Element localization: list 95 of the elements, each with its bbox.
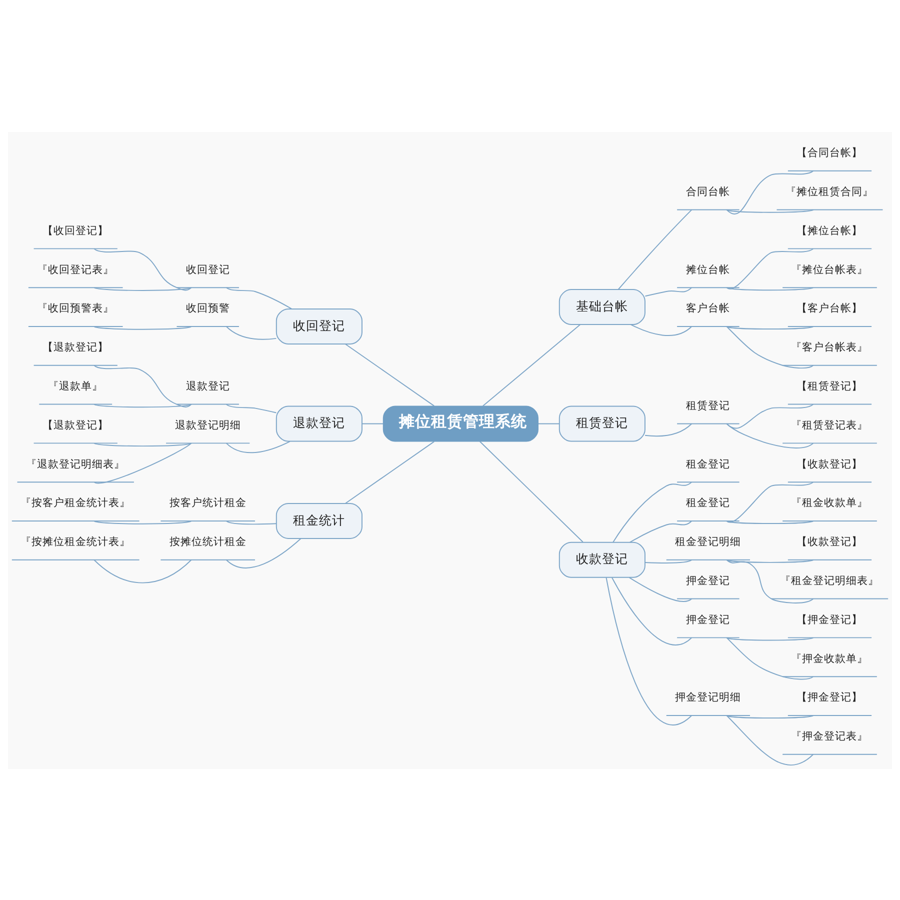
connector bbox=[618, 208, 692, 290]
node-text: 租金登记 bbox=[686, 496, 730, 509]
connector bbox=[630, 324, 692, 336]
node-text: 押金登记明细 bbox=[675, 690, 742, 704]
connector bbox=[94, 326, 192, 330]
connector bbox=[612, 481, 692, 542]
node-box: 收回登记 bbox=[276, 308, 362, 344]
node-text: 客户台帐 bbox=[686, 301, 730, 314]
connector bbox=[94, 403, 192, 408]
connector bbox=[94, 558, 192, 583]
node-text: 『收回登记表』 bbox=[37, 262, 114, 276]
connector bbox=[726, 481, 814, 522]
connector bbox=[726, 403, 814, 428]
connector bbox=[612, 576, 692, 645]
node-text: 【客户台帐】 bbox=[796, 301, 863, 314]
connector bbox=[344, 440, 435, 504]
node-box: 摊位租赁管理系统 bbox=[382, 405, 538, 442]
connector bbox=[726, 286, 814, 290]
connector bbox=[726, 636, 814, 640]
connector bbox=[482, 324, 581, 406]
node-text: 【押金登记】 bbox=[796, 612, 863, 626]
connector bbox=[226, 538, 302, 568]
node-text: 退款登记明细 bbox=[174, 418, 241, 431]
connector bbox=[226, 440, 290, 453]
connector bbox=[726, 714, 814, 718]
connector bbox=[94, 520, 192, 524]
node-text: 『客户台帐表』 bbox=[791, 340, 868, 354]
node-text: 【收款登记】 bbox=[796, 534, 863, 548]
node-text: 押金登记 bbox=[686, 612, 730, 626]
connector bbox=[479, 440, 584, 542]
connector bbox=[226, 286, 292, 309]
node-text: 【租赁登记】 bbox=[796, 379, 863, 392]
connector bbox=[726, 714, 814, 766]
node-text: 押金登记 bbox=[686, 574, 730, 586]
connector bbox=[726, 208, 814, 212]
node-text: 摊位台帐 bbox=[686, 262, 730, 276]
node-text: 合同台帐 bbox=[686, 184, 730, 198]
connector bbox=[726, 422, 814, 448]
node-text: 【退款登记】 bbox=[42, 340, 109, 354]
node-text: 收回预警 bbox=[186, 301, 230, 314]
node-text: 【收款登记】 bbox=[796, 456, 863, 470]
node-text: 『退款登记明细表』 bbox=[26, 456, 126, 470]
connector bbox=[94, 442, 192, 484]
connector bbox=[362, 422, 384, 424]
connector bbox=[629, 520, 692, 542]
connector bbox=[226, 520, 277, 524]
node-text: 按客户统计租金 bbox=[169, 496, 246, 509]
node-text: 【收回登记】 bbox=[42, 223, 109, 236]
node-text: 收回登记 bbox=[186, 262, 230, 276]
connector bbox=[726, 326, 814, 330]
node-text: 【摊位台帐】 bbox=[796, 223, 863, 236]
connector bbox=[538, 422, 560, 424]
node-text: 租金登记 bbox=[686, 456, 730, 470]
connector bbox=[644, 558, 692, 563]
node-text: 【退款登记】 bbox=[42, 418, 109, 431]
connector bbox=[644, 422, 692, 436]
node-text: 租赁登记 bbox=[686, 398, 730, 412]
node-text: 『按摊位租金统计表』 bbox=[20, 534, 131, 548]
node-text: 『摊位台帐表』 bbox=[791, 262, 868, 276]
connector bbox=[726, 170, 814, 214]
connector bbox=[226, 326, 277, 340]
node-box: 基础台帐 bbox=[558, 288, 646, 325]
node-text: 租金登记明细 bbox=[675, 534, 742, 548]
connector bbox=[726, 636, 814, 680]
node-text: 『租金登记明细表』 bbox=[780, 574, 880, 586]
node-text: 『按客户租金统计表』 bbox=[20, 496, 131, 509]
connector bbox=[628, 576, 692, 602]
connector bbox=[726, 558, 814, 562]
connector bbox=[606, 576, 692, 725]
node-text: 『租赁登记表』 bbox=[791, 418, 868, 431]
connector bbox=[94, 364, 192, 407]
connector bbox=[726, 520, 814, 524]
node-text: 『租金收款单』 bbox=[791, 496, 868, 509]
node-box: 租金统计 bbox=[276, 502, 362, 538]
connector bbox=[94, 248, 192, 290]
node-text: 【合同台帐】 bbox=[796, 146, 863, 159]
node-text: 按摊位统计租金 bbox=[169, 534, 246, 548]
connector bbox=[94, 286, 192, 290]
node-text: 『押金登记表』 bbox=[791, 729, 868, 742]
connector bbox=[644, 286, 692, 296]
connector bbox=[344, 343, 435, 406]
node-box: 租赁登记 bbox=[558, 405, 646, 442]
node-box: 退款登记 bbox=[276, 405, 362, 442]
node-text: 『押金收款单』 bbox=[791, 651, 868, 664]
connector bbox=[226, 403, 277, 413]
connector bbox=[726, 558, 814, 603]
node-text: 『收回预警表』 bbox=[37, 301, 114, 314]
node-text: 『摊位租赁合同』 bbox=[786, 184, 874, 198]
connector bbox=[726, 326, 814, 368]
node-text: 【押金登记】 bbox=[796, 690, 863, 704]
node-text: 退款登记 bbox=[186, 379, 230, 392]
connector bbox=[94, 442, 192, 446]
node-box: 收款登记 bbox=[558, 541, 646, 578]
connector bbox=[726, 248, 814, 289]
node-text: 『退款单』 bbox=[48, 379, 104, 392]
